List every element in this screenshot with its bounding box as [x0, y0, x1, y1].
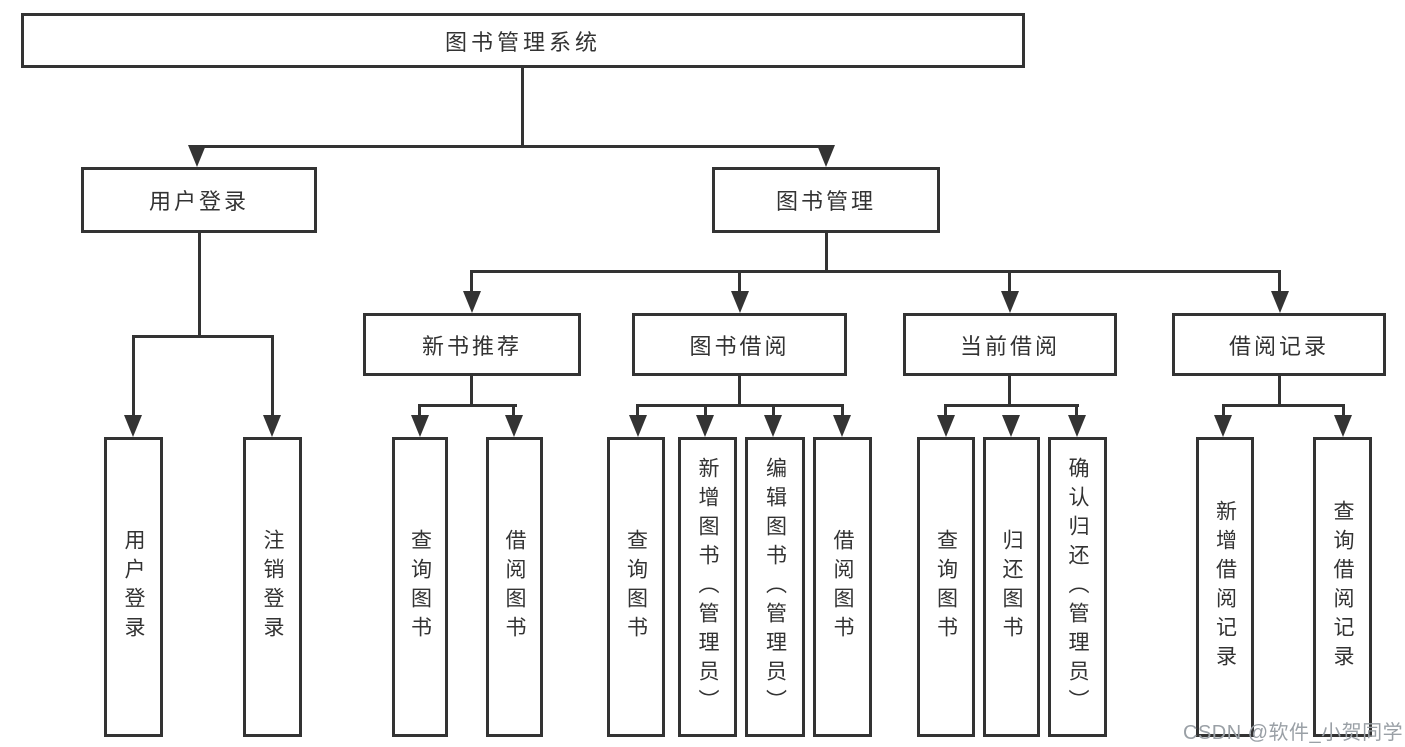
connector-line — [772, 404, 775, 418]
borrow-books-leaf-recommend: 借阅图书 — [486, 437, 543, 737]
book-borrow-label: 图书借阅 — [689, 333, 790, 359]
confirm-return-admin-leaf-label: 确认归还（管理员） — [1066, 456, 1089, 718]
connector-line — [636, 404, 639, 418]
connector-line — [1222, 404, 1225, 418]
connector-line — [1278, 270, 1281, 294]
connector-line — [841, 404, 844, 418]
root-node-library-system: 图书管理系统 — [21, 13, 1025, 68]
edit-book-admin-leaf-label: 编辑图书（管理员） — [763, 456, 787, 718]
edit-book-admin-leaf: 编辑图书（管理员） — [745, 437, 805, 737]
new-book-recommend-label: 新书推荐 — [421, 333, 522, 359]
connector-line — [1008, 270, 1011, 294]
connector-line — [704, 404, 707, 418]
connector-line — [1008, 376, 1011, 406]
borrow-records-label: 借阅记录 — [1228, 333, 1329, 359]
connector-line — [825, 233, 828, 272]
query-books-leaf-borrow: 查询图书 — [607, 437, 665, 737]
add-borrow-record-leaf-label: 新增借阅记录 — [1213, 500, 1237, 674]
connector-line — [271, 335, 274, 418]
connector-line — [132, 335, 274, 338]
query-books-leaf-recommend: 查询图书 — [392, 437, 448, 737]
root-node-label: 图书管理系统 — [444, 29, 601, 55]
connector-line — [521, 68, 524, 146]
borrow-books-leaf-label: 借阅图书 — [503, 529, 526, 645]
arrow-down-icon — [124, 415, 142, 437]
arrow-down-icon — [1002, 415, 1020, 437]
connector-line — [198, 233, 201, 336]
book-management-node: 图书管理 — [712, 167, 940, 233]
return-book-leaf: 归还图书 — [983, 437, 1040, 737]
query-books-leaf-current: 查询图书 — [917, 437, 975, 737]
connector-line — [944, 404, 947, 418]
arrow-down-icon — [411, 415, 429, 437]
connector-line — [738, 270, 741, 294]
arrow-down-icon — [1214, 415, 1232, 437]
connector-line — [470, 270, 1281, 273]
arrow-down-icon — [463, 291, 481, 313]
connector-line — [1278, 376, 1281, 406]
arrow-down-icon — [937, 415, 955, 437]
connector-line — [1222, 404, 1345, 407]
arrow-down-icon — [1334, 415, 1352, 437]
query-books-leaf-label: 查询图书 — [624, 529, 648, 645]
connector-line — [418, 404, 421, 418]
arrow-down-icon — [817, 145, 835, 167]
user-login-node-label: 用户登录 — [148, 189, 249, 214]
logout-leaf-label: 注销登录 — [261, 529, 284, 645]
connector-line — [418, 404, 517, 407]
confirm-return-admin-leaf: 确认归还（管理员） — [1048, 437, 1107, 737]
connector-line — [512, 404, 515, 418]
arrow-down-icon — [505, 415, 523, 437]
borrow-books-leaf-label: 借阅图书 — [831, 529, 854, 645]
book-borrow-node: 图书借阅 — [632, 313, 847, 376]
arrow-down-icon — [1068, 415, 1086, 437]
add-book-admin-leaf: 新增图书（管理员） — [678, 437, 737, 737]
connector-line — [470, 270, 473, 294]
connector-line — [636, 404, 844, 407]
arrow-down-icon — [188, 145, 206, 167]
borrow-records-node: 借阅记录 — [1172, 313, 1386, 376]
borrow-books-leaf-borrow: 借阅图书 — [813, 437, 872, 737]
arrow-down-icon — [263, 415, 281, 437]
arrow-down-icon — [833, 415, 851, 437]
connector-line — [470, 376, 473, 406]
current-borrow-label: 当前借阅 — [959, 333, 1060, 359]
connector-line — [1075, 404, 1078, 418]
return-book-leaf-label: 归还图书 — [1000, 529, 1023, 645]
add-book-admin-leaf-label: 新增图书（管理员） — [696, 456, 719, 718]
arrow-down-icon — [1001, 291, 1019, 313]
new-book-recommend-node: 新书推荐 — [363, 313, 581, 376]
query-borrow-record-leaf-label: 查询借阅记录 — [1331, 500, 1354, 674]
arrow-down-icon — [629, 415, 647, 437]
current-borrow-node: 当前借阅 — [903, 313, 1117, 376]
add-borrow-record-leaf: 新增借阅记录 — [1196, 437, 1254, 737]
connector-line — [738, 376, 741, 406]
arrow-down-icon — [1271, 291, 1289, 313]
connector-line — [1342, 404, 1345, 418]
connector-line — [944, 404, 1079, 407]
user-login-leaf: 用户登录 — [104, 437, 163, 737]
arrow-down-icon — [731, 291, 749, 313]
user-login-leaf-label: 用户登录 — [122, 529, 145, 645]
arrow-down-icon — [696, 415, 714, 437]
query-books-leaf-label: 查询图书 — [408, 529, 432, 645]
user-login-node: 用户登录 — [81, 167, 317, 233]
logout-leaf: 注销登录 — [243, 437, 302, 737]
book-management-node-label: 图书管理 — [775, 189, 876, 214]
arrow-down-icon — [764, 415, 782, 437]
csdn-watermark: CSDN @软件_小贺同学 — [1183, 722, 1404, 744]
connector-line — [132, 335, 135, 418]
query-books-leaf-label: 查询图书 — [934, 529, 958, 645]
query-borrow-record-leaf: 查询借阅记录 — [1313, 437, 1372, 737]
connector-line — [196, 145, 829, 148]
